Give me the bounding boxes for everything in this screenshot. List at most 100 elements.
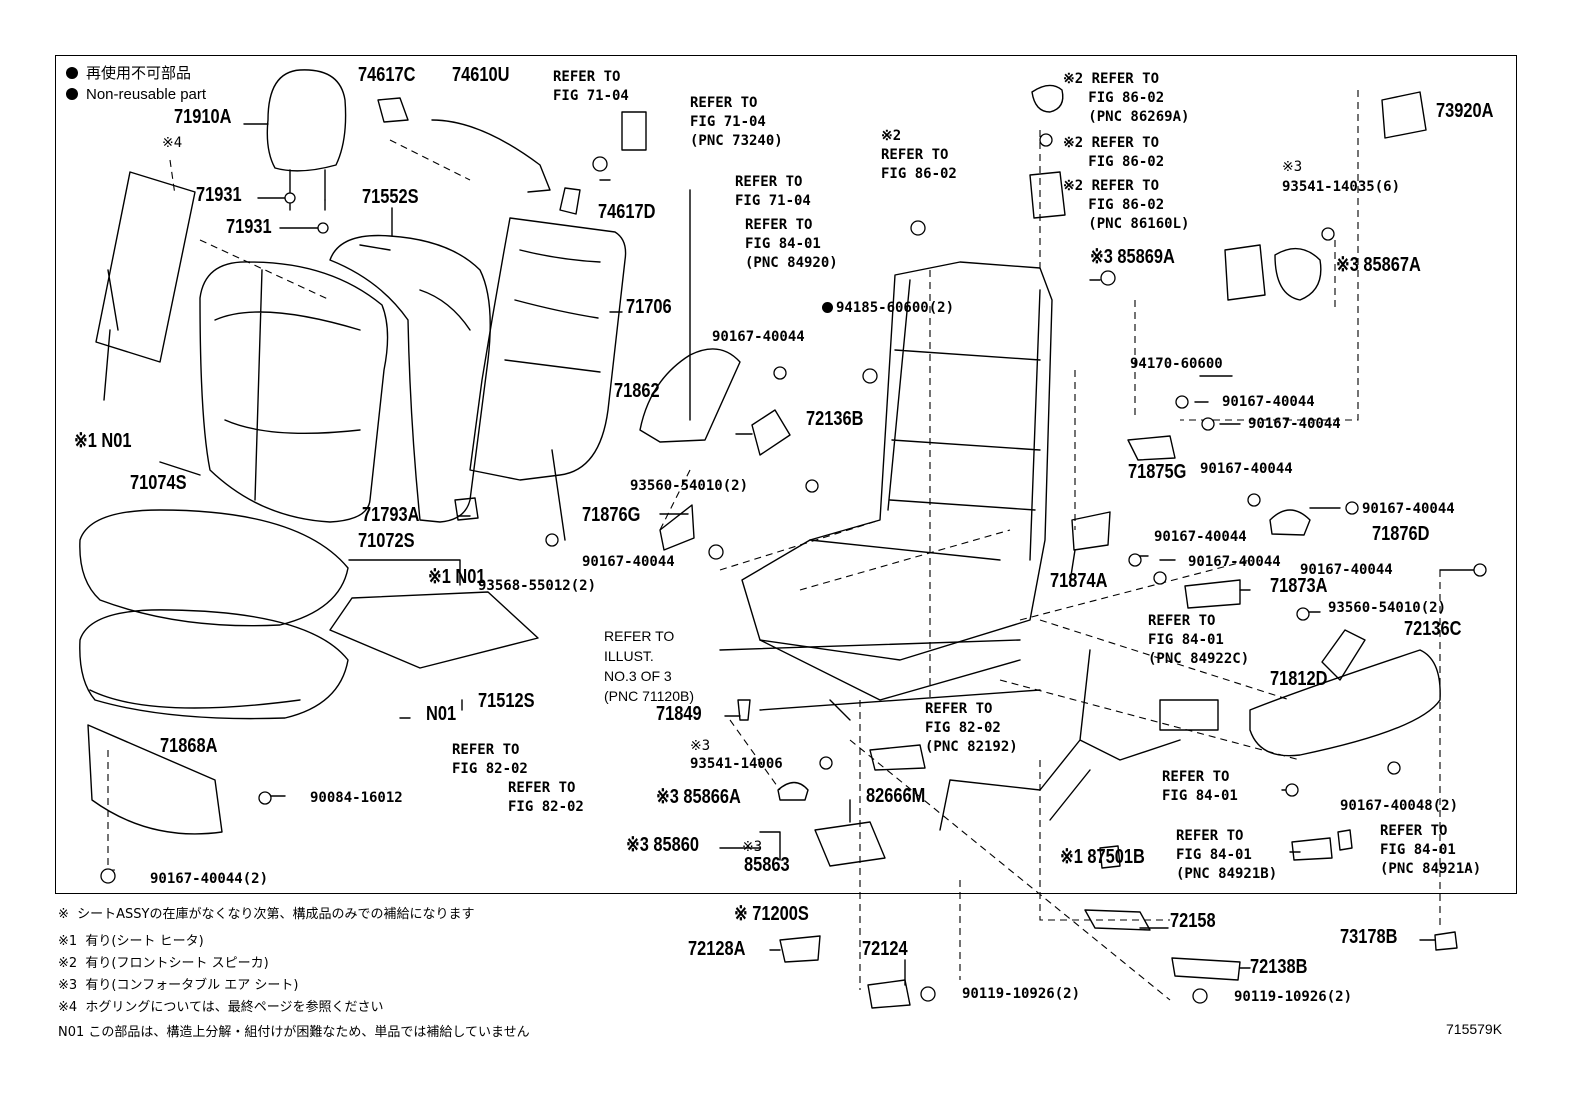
label-71849: 71849	[656, 703, 702, 725]
footnote-2: ※2 有り(フロントシート スピーカ)	[58, 956, 269, 971]
part-72136C	[1321, 629, 1366, 681]
part-71876G	[659, 504, 695, 551]
bolt-90167j	[1387, 761, 1401, 775]
label-71876G: 71876G	[582, 504, 641, 526]
label-85867A: ※3 85867A	[1336, 254, 1421, 276]
label-93568-55012: 93568-55012(2)	[478, 578, 597, 594]
part-71876D	[1269, 509, 1311, 536]
label-71812D: 71812D	[1270, 668, 1328, 690]
footnote-1: ※1 有り(シート ヒータ)	[58, 934, 204, 949]
bolt-90119b	[1192, 988, 1208, 1004]
part-71874A	[1071, 511, 1111, 551]
bolt-90167i	[1473, 563, 1487, 577]
label-note3-c: ※3	[742, 839, 763, 855]
label-90167-40044-e: 90167-40044	[1362, 501, 1455, 517]
label-72128A: 72128A	[688, 938, 746, 960]
label-85860: ※3 85860	[626, 834, 700, 856]
label-note3-a: ※3	[1282, 159, 1303, 175]
refer-fig-71-04-c: REFER TO FIG 71-04	[735, 174, 811, 209]
part-73920A	[1381, 91, 1427, 139]
label-71931-a: 71931	[196, 184, 242, 206]
bolt-90167a	[773, 366, 787, 380]
clip-94170	[1100, 270, 1116, 286]
bolt-90167d	[1247, 493, 1261, 507]
label-74610U: 74610U	[452, 64, 510, 86]
bolt-90167b	[1175, 395, 1189, 409]
label-72136B: 72136B	[806, 408, 864, 430]
figure-id: 715579K	[1446, 1021, 1503, 1037]
label-90167-40044-g: 90167-40044	[1154, 529, 1247, 545]
bolt-71931b	[317, 222, 329, 234]
seat-track	[719, 639, 1041, 721]
bolt-93541a	[1321, 227, 1335, 241]
refer-fig-86-02-b: ※2 REFER TO FIG 86-02	[881, 128, 957, 182]
label-74617C: 74617C	[358, 64, 416, 86]
label-90167-40044-a: 90167-40044	[712, 329, 805, 345]
seat-back-cover	[199, 261, 389, 523]
part-72128A	[779, 935, 821, 963]
back-heater-sheet	[95, 171, 196, 363]
label-94185-60600: 94185-60600(2)	[822, 299, 954, 318]
refer-fig-84-01-d: REFER TO FIG 84-01 (PNC 84921B)	[1176, 828, 1278, 882]
footnote-0: ※ シートASSYの在庫がなくなり次第、構成品のみでの補給になります	[58, 907, 475, 922]
bolt-90084	[258, 791, 272, 805]
footnote-4: ※4 ホグリングについては、最終ページを参照ください	[58, 1000, 384, 1015]
label-90084-16012: 90084-16012	[310, 790, 403, 806]
part-72136B	[751, 409, 791, 456]
label-73920A: 73920A	[1436, 100, 1494, 122]
switch-84921A	[1337, 829, 1353, 851]
bolt-90119a	[920, 986, 936, 1002]
bolt-90167f	[708, 544, 724, 560]
label-90167-40044-f: 90167-40044	[582, 554, 675, 570]
bolt-93560a	[805, 479, 819, 493]
label-71200S: ※ 71200S	[734, 903, 809, 925]
part-71873A	[1184, 579, 1241, 609]
filled-dot-icon	[66, 88, 78, 100]
label-90167-40044-k: 90167-40044(2)	[150, 871, 269, 887]
part-85867A	[1274, 247, 1322, 301]
label-85863: 85863	[744, 854, 790, 876]
label-71706: 71706	[626, 296, 672, 318]
label-90167-40044-h: 90167-40044	[1188, 554, 1281, 570]
speaker-86160L	[1029, 171, 1066, 219]
label-90167-40048: 90167-40048(2)	[1340, 798, 1459, 814]
headrest-drawing	[266, 69, 347, 201]
label-93560-54010-a: 93560-54010(2)	[630, 478, 749, 494]
filled-dot-icon	[66, 67, 78, 79]
refer-fig-82-02-c: REFER TO FIG 82-02	[508, 780, 584, 815]
part-73178B	[1434, 931, 1458, 951]
label-74617D: 74617D	[598, 201, 656, 223]
refer-fig-71-04-a: REFER TO FIG 71-04	[553, 69, 629, 104]
switch-84922C	[1159, 699, 1219, 731]
pump-85863	[814, 821, 886, 867]
label-71868A: 71868A	[160, 735, 218, 757]
refer-fig-86-02-a: ※2 REFER TO FIG 86-02 (PNC 86269A)	[1063, 71, 1190, 125]
refer-fig-86-02-c: ※2 REFER TO FIG 86-02	[1063, 135, 1165, 170]
label-72136C: 72136C	[1404, 618, 1462, 640]
label-71875G: 71875G	[1128, 461, 1187, 483]
refer-fig-84-01-b: REFER TO FIG 84-01 (PNC 84922C)	[1148, 613, 1250, 667]
label-93560-54010-b: 93560-54010(2)	[1328, 600, 1447, 616]
label-71074S: 71074S	[130, 472, 187, 494]
part-71793A	[454, 497, 479, 521]
bracket-82666M	[869, 744, 926, 771]
label-94185-text: 94185-60600(2)	[836, 300, 955, 316]
label-85869A: ※3 85869A	[1090, 246, 1175, 268]
label-note4: ※4	[162, 135, 183, 151]
label-71910A: 71910A	[174, 106, 232, 128]
part-74617D	[559, 187, 581, 215]
bolt-90167g	[1128, 553, 1142, 567]
bolt-93568	[545, 533, 559, 547]
label-90167-40044-d: 90167-40044	[1200, 461, 1293, 477]
refer-fig-86-02-d: ※2 REFER TO FIG 86-02 (PNC 86160L)	[1063, 178, 1190, 232]
refer-fig-71-04-b: REFER TO FIG 71-04 (PNC 73240)	[690, 95, 783, 149]
label-90119-10926-a: 90119-10926(2)	[962, 986, 1081, 1002]
refer-fig-82-02-a: REFER TO FIG 82-02 (PNC 82192)	[925, 701, 1018, 755]
label-93541-14006: 93541-14006	[690, 756, 783, 772]
refer-fig-84-01-e: REFER TO FIG 84-01 (PNC 84921A)	[1380, 823, 1482, 877]
label-94170-60600: 94170-60600	[1130, 356, 1223, 372]
label-n01-b: ※1 N01	[428, 566, 486, 588]
label-72138B: 72138B	[1250, 956, 1308, 978]
label-72158: 72158	[1170, 910, 1216, 932]
